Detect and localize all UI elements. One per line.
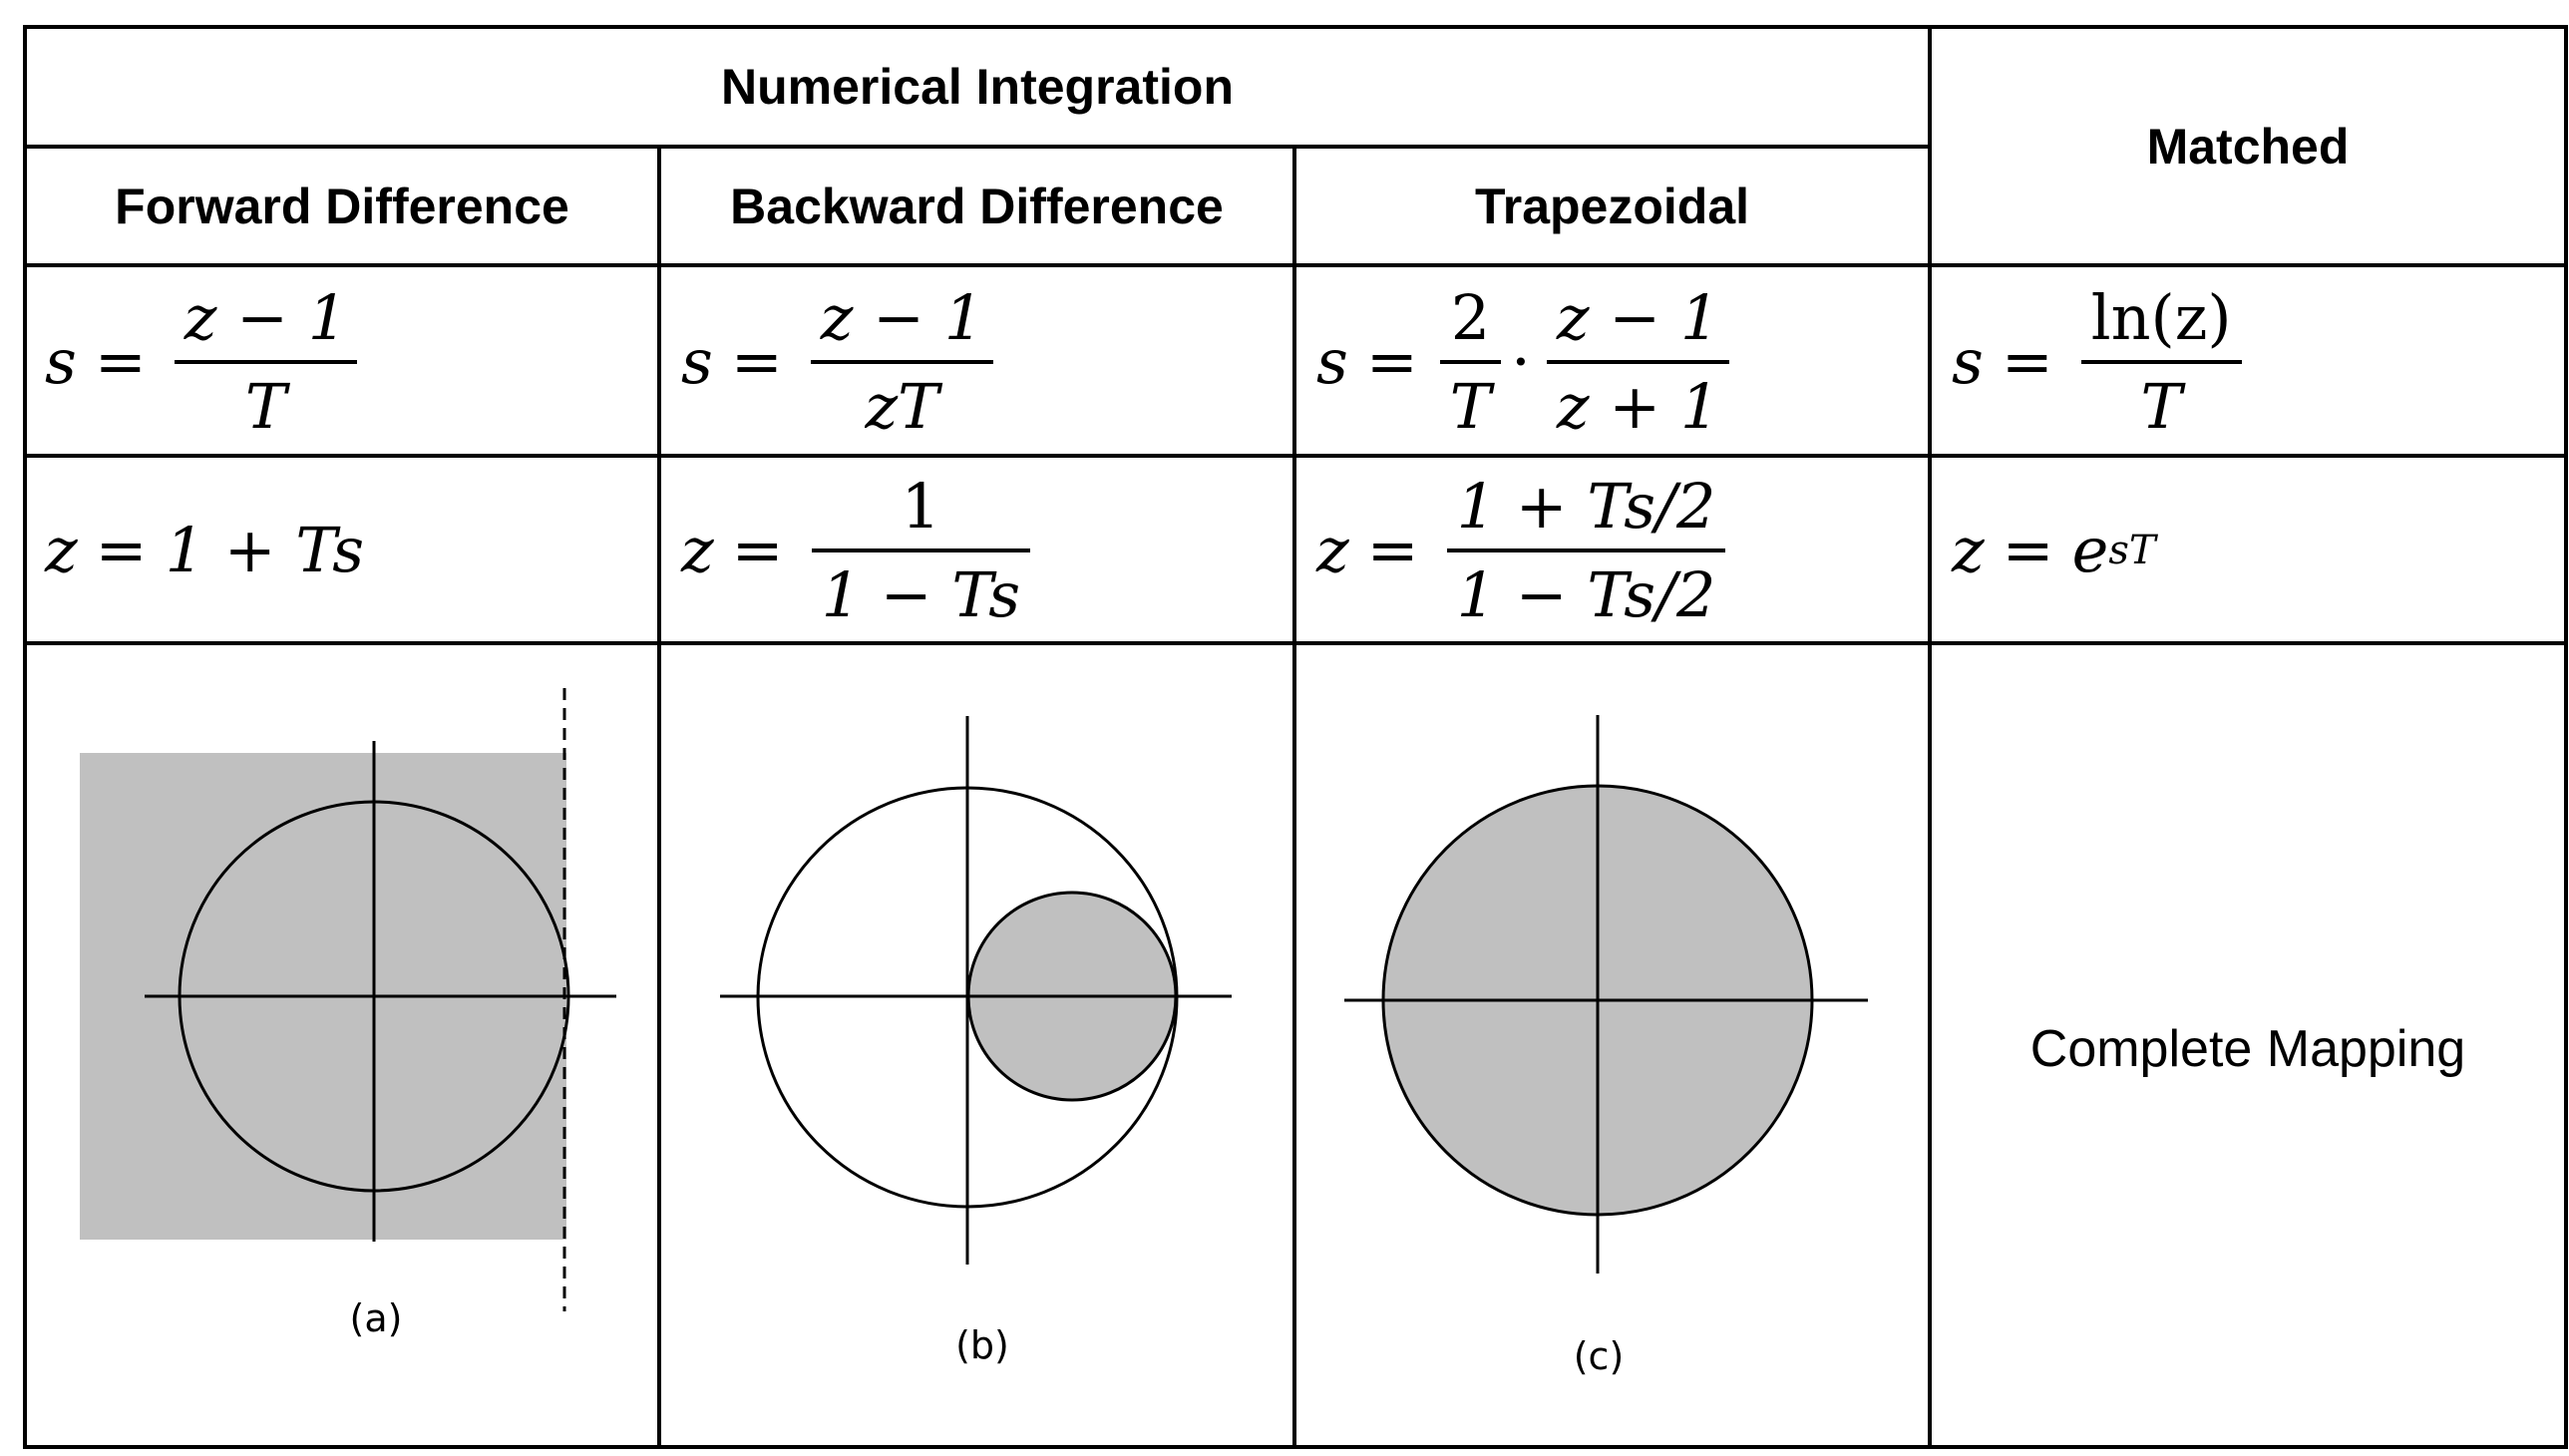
rhs-expression: 1 + Ts	[165, 514, 365, 586]
equals-sign: =	[2001, 325, 2053, 398]
lhs-variable: s	[1316, 325, 1348, 398]
lhs-variable: s	[1952, 325, 1984, 398]
equals-sign: =	[730, 325, 783, 398]
fraction: z − 1 T	[174, 280, 358, 443]
equals-sign: =	[95, 514, 148, 586]
backward-s-formula: s = z − 1 zT	[681, 269, 1003, 454]
backward-difference-diagram	[720, 716, 1232, 1265]
forward-s-formula: s = z − 1 T	[45, 269, 367, 454]
numerator: z − 1	[184, 280, 348, 354]
lhs-variable: z	[45, 514, 78, 586]
caption-b: (b)	[955, 1323, 1009, 1367]
trapezoidal-s-formula: s = 2 T · z − 1 z + 1	[1316, 269, 1739, 454]
matched-header: Matched	[2146, 118, 2350, 175]
denominator: 1 − Ts/2	[1446, 547, 1726, 631]
numerator: z − 1	[1556, 280, 1720, 354]
exponential-base: e	[2071, 514, 2109, 586]
equals-sign: =	[2002, 514, 2054, 586]
dot-operator: ·	[1511, 325, 1531, 398]
lhs-variable: z	[1952, 514, 1985, 586]
fraction: 1 1 − Ts	[811, 469, 1031, 631]
denominator: zT	[810, 359, 994, 443]
lhs-variable: s	[45, 325, 77, 398]
trapezoidal-header: Trapezoidal	[1474, 178, 1750, 234]
backward-difference-header: Backward Difference	[730, 178, 1224, 234]
fraction: 2 T	[1439, 280, 1502, 443]
lhs-variable: s	[681, 325, 713, 398]
forward-difference-diagram	[80, 688, 616, 1311]
fraction: ln(z) T	[2080, 280, 2242, 443]
numerator: 2	[1450, 280, 1491, 354]
numerator: ln(z)	[2090, 280, 2232, 354]
fraction: 1 + Ts/2 1 − Ts/2	[1446, 469, 1726, 631]
fraction: z − 1 z + 1	[1546, 280, 1730, 443]
forward-difference-header: Forward Difference	[115, 178, 569, 234]
matched-s-formula: s = ln(z) T	[1952, 269, 2252, 454]
backward-z-formula: z = 1 1 − Ts	[681, 459, 1040, 641]
denominator: T	[1439, 359, 1502, 443]
numerator: 1	[901, 469, 941, 543]
denominator: T	[2080, 359, 2242, 443]
numerator: z − 1	[820, 280, 984, 354]
equals-sign: =	[1365, 325, 1418, 398]
lhs-variable: z	[1316, 514, 1349, 586]
numerical-integration-header: Numerical Integration	[721, 59, 1234, 115]
equals-sign: =	[731, 514, 784, 586]
trapezoidal-diagram	[1344, 715, 1868, 1274]
numerator: 1 + Ts/2	[1456, 469, 1716, 543]
forward-z-formula: z = 1 + Ts	[45, 459, 364, 641]
caption-a: (a)	[349, 1296, 403, 1340]
caption-c: (c)	[1573, 1334, 1625, 1378]
exponent: sT	[2108, 527, 2156, 573]
complete-mapping-label: Complete Mapping	[2029, 1020, 2466, 1078]
denominator: T	[174, 359, 358, 443]
trapezoidal-z-formula: z = 1 + Ts/2 1 − Ts/2	[1316, 459, 1735, 641]
denominator: 1 − Ts	[811, 547, 1031, 631]
lhs-variable: z	[681, 514, 714, 586]
equals-sign: =	[94, 325, 147, 398]
equals-sign: =	[1366, 514, 1419, 586]
fraction: z − 1 zT	[810, 280, 994, 443]
denominator: z + 1	[1546, 359, 1730, 443]
